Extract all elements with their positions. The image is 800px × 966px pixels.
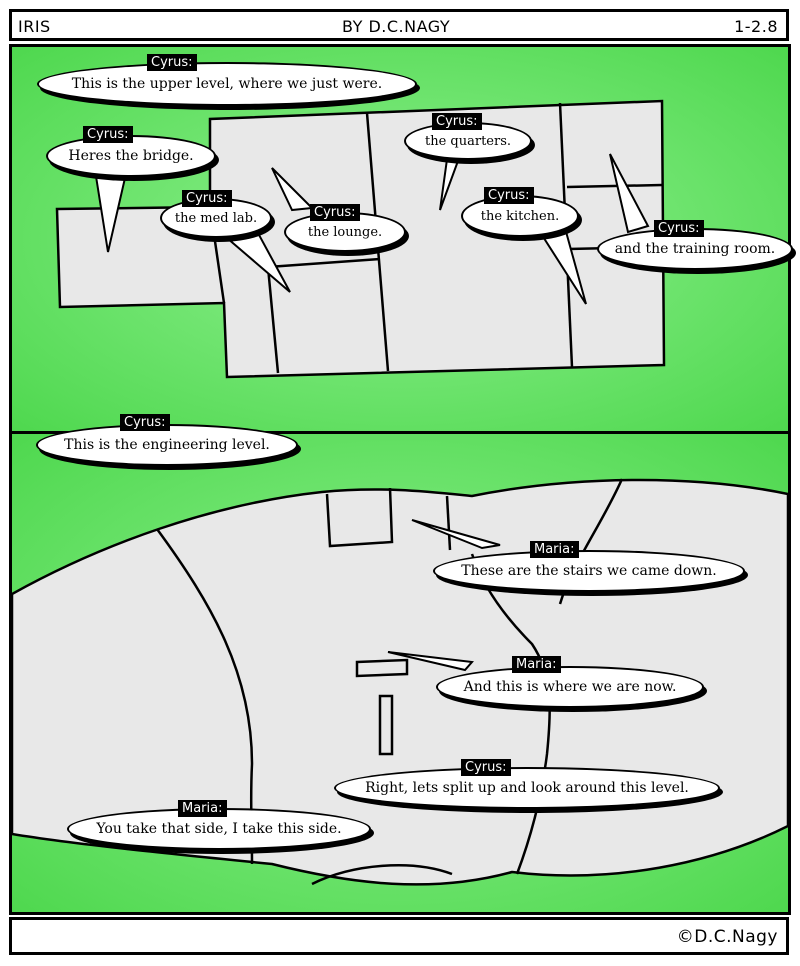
speech-text: These are the stairs we came down. xyxy=(461,563,717,579)
speaker-tag: Cyrus: xyxy=(310,204,360,221)
copyright-credit: ©D.C.Nagy xyxy=(676,927,778,947)
speech-text: the quarters. xyxy=(424,133,512,149)
speech-text: the lounge. xyxy=(307,224,383,240)
speech-text: Right, lets split up and look around thi… xyxy=(365,780,689,796)
speech-text: This is the engineering level. xyxy=(64,437,270,453)
comic-byline: BY D.C.NAGY xyxy=(342,17,451,36)
comic-title: IRIS xyxy=(18,17,51,36)
speaker-tag: Cyrus: xyxy=(484,187,534,204)
speech-text: and the training room. xyxy=(614,241,776,257)
speech-text: the med lab. xyxy=(174,210,258,226)
speech-text: Heres the bridge. xyxy=(68,148,194,164)
speech-text: This is the upper level, where we just w… xyxy=(71,76,383,92)
speech-text: the kitchen. xyxy=(480,208,560,224)
speech-text: And this is where we are now. xyxy=(463,679,677,695)
speech-bubble-engineering: This is the engineering level. xyxy=(36,424,298,466)
speech-bubble-stairs: These are the stairs we came down. xyxy=(433,550,745,592)
speaker-tag: Cyrus: xyxy=(654,220,704,237)
speaker-tag: Maria: xyxy=(530,541,579,558)
speaker-tag: Cyrus: xyxy=(120,414,170,431)
speaker-tag: Cyrus: xyxy=(147,54,197,71)
speech-text: You take that side, I take this side. xyxy=(96,821,342,837)
speech-bubble-training-room: and the training room. xyxy=(597,228,793,270)
page-number: 1-2.8 xyxy=(734,17,778,36)
speaker-tag: Maria: xyxy=(512,656,561,673)
title-bar: IRIS BY D.C.NAGY 1-2.8 xyxy=(9,9,789,41)
speaker-tag: Cyrus: xyxy=(432,113,482,130)
credit-bar: ©D.C.Nagy xyxy=(9,917,789,955)
speech-bubble-current-location: And this is where we are now. xyxy=(436,666,704,708)
speech-bubble-sides: You take that side, I take this side. xyxy=(67,808,371,850)
speaker-tag: Cyrus: xyxy=(83,126,133,143)
speech-bubble-upper-level: This is the upper level, where we just w… xyxy=(37,62,417,106)
speaker-tag: Maria: xyxy=(178,800,227,817)
speaker-tag: Cyrus: xyxy=(182,190,232,207)
speaker-tag: Cyrus: xyxy=(461,759,511,776)
speech-bubble-split-up: Right, lets split up and look around thi… xyxy=(334,767,720,809)
